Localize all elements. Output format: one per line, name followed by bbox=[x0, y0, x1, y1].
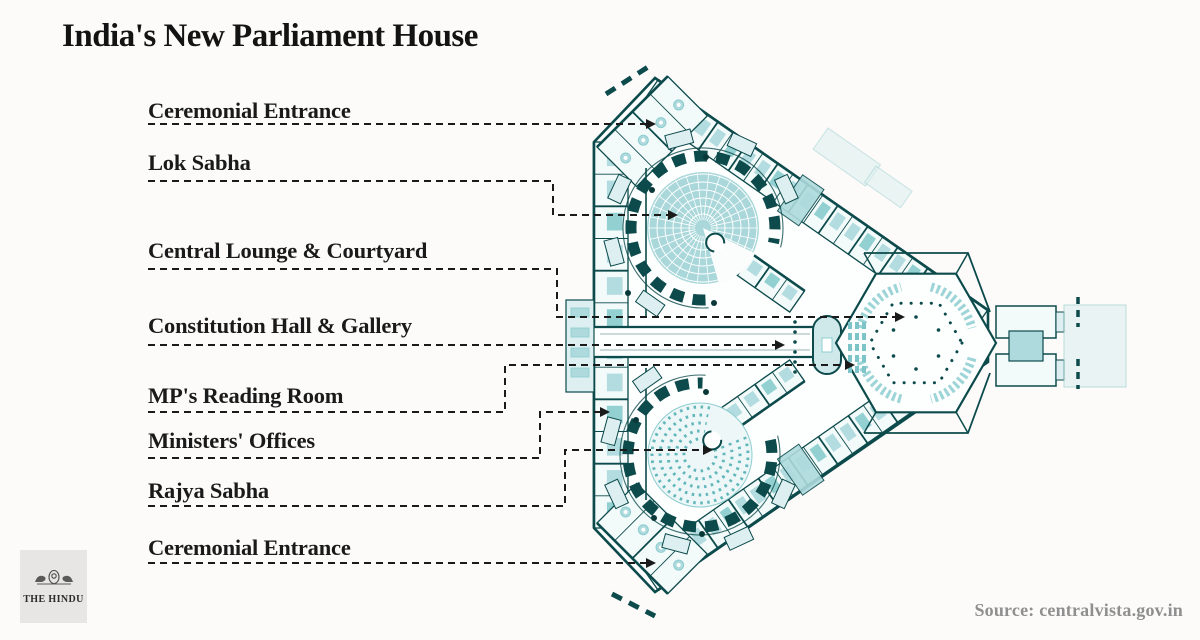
the-hindu-logo-text: THE HINDU bbox=[23, 593, 84, 605]
leader-arrowhead-ceremonial-entrance-bottom bbox=[646, 558, 656, 568]
the-hindu-logo: THE HINDU bbox=[20, 550, 87, 623]
infographic-title: India's New Parliament House bbox=[62, 18, 478, 54]
leader-arrowhead-ceremonial-entrance-top bbox=[646, 119, 656, 129]
label-rajya-sabha: Rajya Sabha bbox=[148, 478, 269, 503]
leader-arrowhead-lok-sabha bbox=[668, 210, 678, 220]
label-ceremonial-entrance-bottom: Ceremonial Entrance bbox=[148, 535, 351, 560]
ghost-structures bbox=[604, 64, 913, 619]
leader-arrowhead-rajya-sabha bbox=[703, 445, 713, 455]
leader-line-lok-sabha bbox=[148, 180, 668, 216]
rajya-sabha-chamber bbox=[600, 365, 796, 555]
parliament-plan bbox=[565, 64, 1127, 619]
leader-arrowhead-central-lounge-courtyard bbox=[895, 312, 905, 322]
source-credit: Source: centralvista.gov.in bbox=[974, 600, 1183, 620]
leader-arrowhead-mps-reading-room bbox=[845, 360, 855, 370]
leader-line-ministers-offices bbox=[148, 411, 600, 459]
label-ministers-offices: Ministers' Offices bbox=[148, 428, 315, 453]
leader-line-rajya-sabha bbox=[148, 449, 703, 507]
central-courtyard-hexagon bbox=[834, 252, 998, 434]
ceremonial-entrance-north-block bbox=[596, 75, 709, 188]
label-ceremonial-entrance-top: Ceremonial Entrance bbox=[148, 98, 351, 123]
the-hindu-crest-icon bbox=[32, 569, 76, 591]
east-annex bbox=[995, 297, 1127, 389]
lok-sabha-chamber bbox=[603, 128, 799, 318]
leader-lines bbox=[148, 119, 905, 568]
label-central-lounge-courtyard: Central Lounge & Courtyard bbox=[148, 238, 428, 263]
label-lok-sabha: Lok Sabha bbox=[148, 150, 251, 175]
leader-arrowhead-ministers-offices bbox=[600, 407, 610, 417]
label-mps-reading-room: MP's Reading Room bbox=[148, 383, 344, 408]
leader-arrowhead-constitution-hall-gallery bbox=[775, 340, 785, 350]
label-constitution-hall-gallery: Constitution Hall & Gallery bbox=[148, 313, 412, 338]
leader-line-central-lounge-courtyard bbox=[148, 268, 895, 318]
inner-rooms-south bbox=[719, 359, 806, 432]
